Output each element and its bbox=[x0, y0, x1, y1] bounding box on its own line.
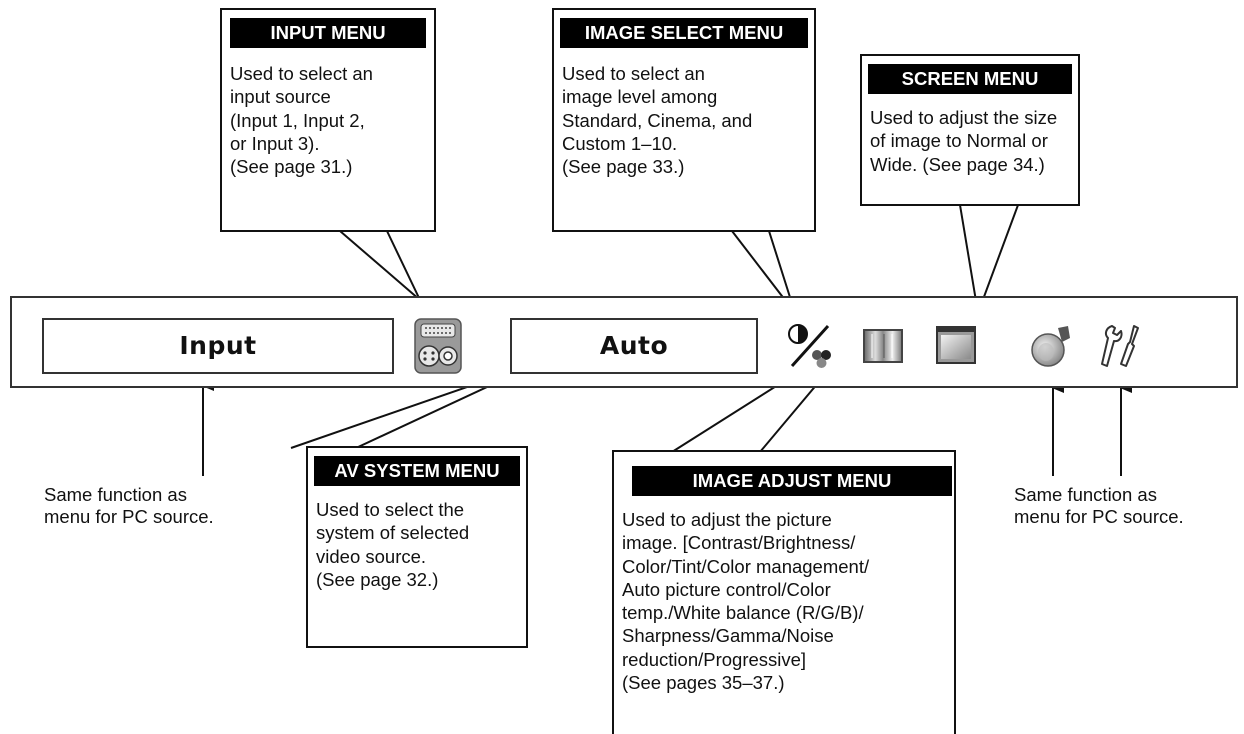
screen-menu-callout: SCREEN MENU Used to adjust the size of i… bbox=[860, 54, 1080, 206]
sound-icon[interactable] bbox=[1028, 322, 1074, 370]
input-menu-callout: INPUT MENU Used to select an input sourc… bbox=[220, 8, 436, 232]
right-caption: Same function as menu for PC source. bbox=[1014, 484, 1184, 527]
av-system-menu-callout: AV SYSTEM MENU Used to select the system… bbox=[306, 446, 528, 648]
on-screen-menu-bar: Input Auto bbox=[10, 296, 1238, 388]
image-adjust-menu-title: IMAGE ADJUST MENU bbox=[632, 466, 952, 496]
image-select-icon[interactable] bbox=[786, 322, 834, 370]
setting-icon[interactable] bbox=[1098, 322, 1142, 370]
av-system-menu-title: AV SYSTEM MENU bbox=[314, 456, 520, 486]
left-caption: Same function as menu for PC source. bbox=[44, 484, 214, 527]
input-field[interactable]: Input bbox=[42, 318, 394, 374]
image-select-menu-callout: IMAGE SELECT MENU Used to select an imag… bbox=[552, 8, 816, 232]
input-menu-description: Used to select an input source (Input 1,… bbox=[230, 63, 373, 178]
image-adjust-menu-description: Used to adjust the picture image. [Contr… bbox=[622, 509, 870, 694]
image-select-menu-title: IMAGE SELECT MENU bbox=[560, 18, 808, 48]
image-select-menu-description: Used to select an image level among Stan… bbox=[562, 63, 753, 178]
screen-menu-title: SCREEN MENU bbox=[868, 64, 1072, 94]
input-menu-pointer bbox=[339, 230, 421, 301]
image-adjust-menu-callout: IMAGE ADJUST MENU Used to adjust the pic… bbox=[612, 450, 956, 734]
screen-menu-description: Used to adjust the size of image to Norm… bbox=[870, 107, 1058, 175]
input-connector-icon[interactable] bbox=[414, 318, 462, 374]
screen-icon[interactable] bbox=[934, 324, 978, 366]
image-adjust-icon[interactable] bbox=[862, 326, 904, 366]
av-system-field[interactable]: Auto bbox=[510, 318, 758, 374]
av-system-menu-description: Used to select the system of selected vi… bbox=[316, 499, 470, 590]
input-menu-title: INPUT MENU bbox=[230, 18, 426, 48]
